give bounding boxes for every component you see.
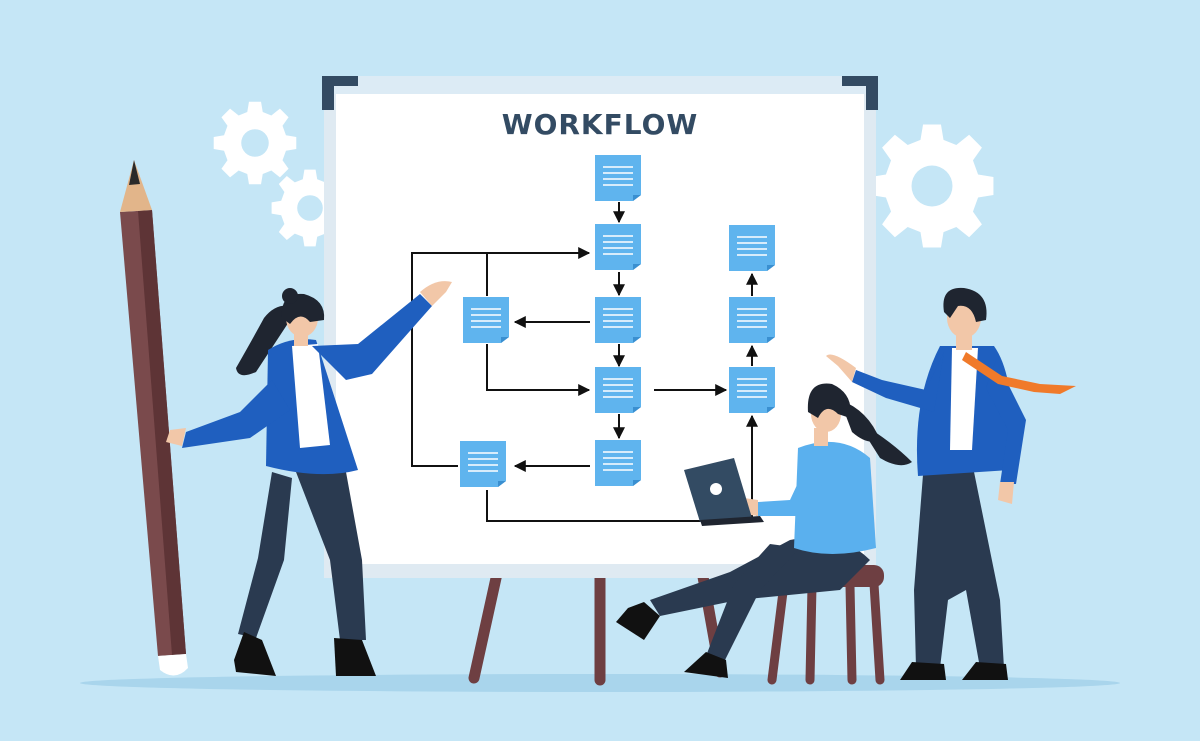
note-card: [729, 367, 776, 414]
gear-icon: [213, 101, 297, 185]
note-card: [595, 155, 642, 202]
flowchart-connectors: [411, 202, 758, 522]
woman-presenting: [166, 281, 452, 676]
note-card: [595, 367, 642, 414]
note-card: [595, 224, 642, 271]
woman-sitting: [616, 383, 912, 678]
pencil: [120, 160, 188, 676]
note-card: [463, 297, 510, 344]
gear-icon: [870, 124, 994, 248]
note-card: [595, 440, 642, 487]
note-card: [729, 297, 776, 344]
note-card: [460, 441, 507, 488]
note-card: [729, 225, 776, 272]
board-title: WORKFLOW: [502, 108, 699, 141]
note-card: [595, 297, 642, 344]
man-standing: [826, 287, 1076, 680]
